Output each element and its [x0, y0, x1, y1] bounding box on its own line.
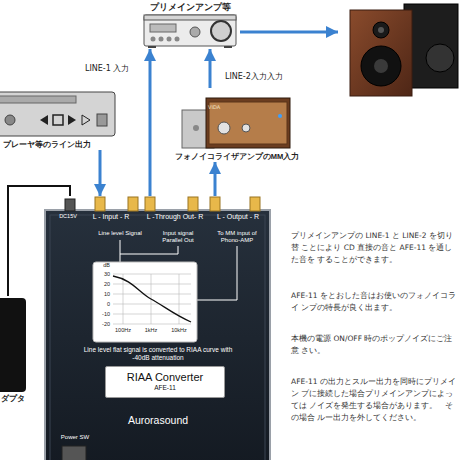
note-paragraph: プリメインアンプの LINE-1 と LINE-2 を切り替 ことにより CD … — [291, 230, 457, 266]
edge-label: LINE-1 入力 — [84, 64, 130, 74]
preamp-illustration — [144, 15, 236, 48]
speaker-arrow — [240, 31, 338, 34]
signal-connector — [149, 49, 152, 196]
node-text: 100Hz — [108, 327, 138, 334]
node-text: -20 — [94, 321, 110, 328]
phono-node: フォノイコライザアンプのMM入力 — [172, 88, 302, 162]
edge-label: LINE-2入力入力 — [224, 72, 284, 82]
adapter-node: ダプタ — [0, 296, 36, 404]
signal-connector — [209, 49, 212, 88]
node-text: L -Through Out- R — [142, 213, 208, 221]
node-text: L - Output - R — [209, 213, 267, 221]
player-node: プレーヤ等のライン出力 — [0, 88, 116, 150]
node-text: Line level Signal — [87, 230, 153, 237]
signal-connector — [214, 162, 217, 196]
node-text: 10 — [94, 291, 110, 298]
converter-housing: DC15VL - Input - RL -Through Out- RL - O… — [45, 196, 270, 460]
speaker-illustration — [350, 4, 458, 96]
node-text: フォノイコライザアンプのMM入力 — [172, 152, 302, 162]
note-paragraph: AFE-11 をとおした音はお使いのフォノイコライ ンプの特長が良く出ます。 — [291, 290, 457, 314]
node-text: 20 — [94, 281, 110, 288]
afe-housing — [45, 197, 270, 460]
node-text: 0 — [94, 301, 110, 308]
player-illustration — [0, 92, 115, 136]
node-text: 1kHz — [136, 327, 166, 334]
signal-connector — [99, 150, 102, 196]
node-text: L - Input - R — [81, 213, 141, 221]
node-text: プリメインアンプ等 — [142, 2, 238, 13]
note-paragraph: AFE-11 の出力とスルー出力を同時にプリメイン ブに接続した場合プリメインア… — [291, 376, 457, 424]
note-paragraph: 本機の電源 ON/OFF 時のポップノイズにご注意 さい。 — [291, 333, 457, 357]
node-text: ダプタ — [1, 394, 36, 404]
model-plate: RIAA ConverterAFE-11 — [105, 366, 225, 398]
node-text: dB — [94, 262, 110, 269]
node-text: Power SW — [55, 434, 95, 441]
node-text: 30 — [94, 271, 110, 278]
node-text: プレーヤ等のライン出力 — [3, 140, 116, 150]
node-text: DC15V — [57, 213, 79, 220]
phono-illustration — [182, 98, 290, 148]
node-text: Line level flat signal is converted to R… — [75, 346, 241, 362]
node-text: -10 — [94, 311, 110, 318]
signal-connector — [8, 186, 70, 296]
adapter-illustration — [0, 298, 26, 392]
node-text: To MM input of Phono-AMP — [209, 230, 265, 244]
node-text: RIAA Converter — [110, 371, 220, 384]
riaa-graph: dB 30 20 10 0 -10 -20100Hz1kHz10kHz — [93, 262, 197, 342]
brand-mark: VIDA — [208, 104, 238, 110]
node-text: 10kHz — [164, 327, 194, 334]
node-text: Aurorasound — [85, 414, 231, 427]
node-text: Input signal Parallel Out — [153, 230, 203, 244]
node-text: AFE-11 — [110, 384, 220, 392]
preamp-node: プリメインアンプ等 — [142, 2, 238, 49]
